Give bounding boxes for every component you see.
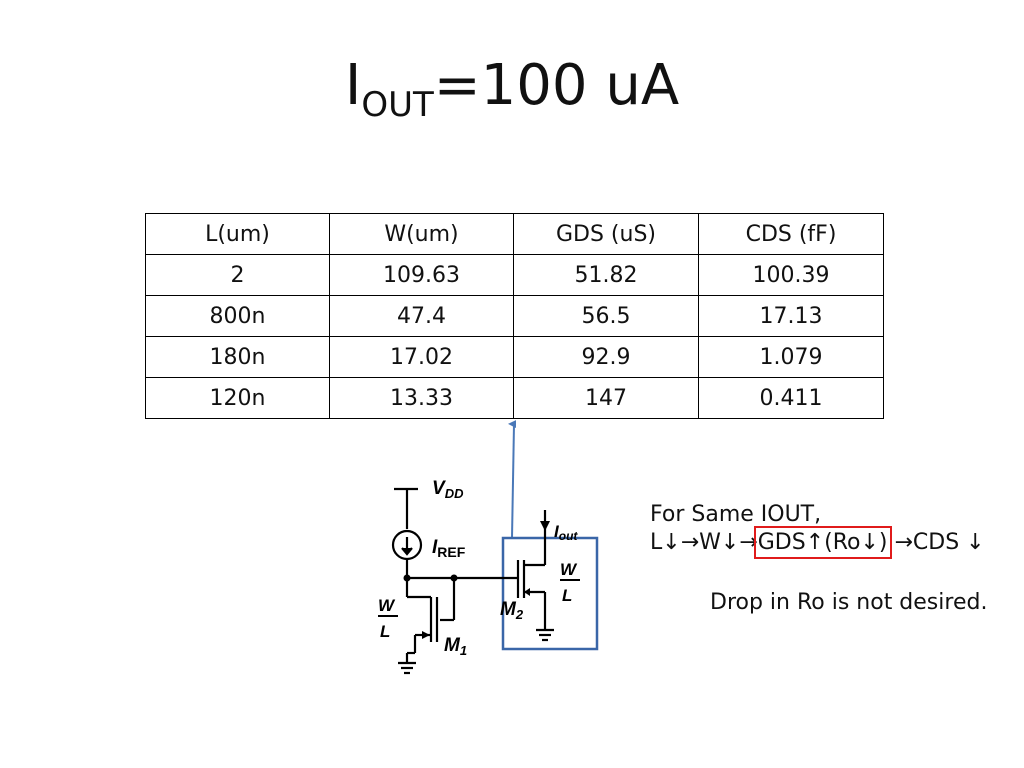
cell-w: 47.4 <box>329 295 514 337</box>
note-gds-highlight: GDS↑(Ro↓) <box>753 526 892 559</box>
cell-l: 800n <box>145 295 330 337</box>
note-chain-prefix: L↓→W↓→ <box>650 530 758 555</box>
note-same-iout: For Same IOUT, <box>650 502 822 527</box>
transistor-size-table: L(um) W(um) GDS (uS) CDS (fF) 2 109.63 5… <box>145 213 884 419</box>
iref-label: IREF <box>432 537 466 560</box>
note-chain-suffix: →CDS ↓ <box>887 530 985 555</box>
m1-l-label: L <box>380 622 390 641</box>
cell-gds: 56.5 <box>513 295 699 337</box>
title-main: I <box>344 53 362 118</box>
m2-l-label: L <box>562 586 572 605</box>
cell-w: 17.02 <box>329 336 514 378</box>
cell-gds: 147 <box>513 377 699 419</box>
note-scaling-chain: L↓→W↓→GDS↑(Ro↓) →CDS ↓ <box>650 526 985 559</box>
title-rest: =100 uA <box>433 53 680 118</box>
m1-label: M1 <box>444 635 467 658</box>
table-row: 180n 17.02 92.9 1.079 <box>145 336 884 378</box>
iout-label: Iout <box>554 522 578 543</box>
cell-gds: 51.82 <box>513 254 699 296</box>
cell-gds: 92.9 <box>513 336 699 378</box>
header-w: W(um) <box>329 213 514 255</box>
title-subscript: OUT <box>361 84 434 125</box>
current-mirror-schematic: VDD IREF Iout W L W L M1 M2 <box>378 478 580 675</box>
cell-cds: 0.411 <box>698 377 884 419</box>
m2-label: M2 <box>500 599 524 622</box>
cell-cds: 1.079 <box>698 336 884 378</box>
cell-cds: 100.39 <box>698 254 884 296</box>
cell-w: 109.63 <box>329 254 514 296</box>
cell-cds: 17.13 <box>698 295 884 337</box>
m2-highlight-box <box>501 536 599 651</box>
table-row: 800n 47.4 56.5 17.13 <box>145 295 884 337</box>
table-row: 120n 13.33 147 0.411 <box>145 377 884 419</box>
vdd-label: VDD <box>432 478 464 501</box>
note-ro-drop: Drop in Ro is not desired. <box>710 590 988 615</box>
m1-w-label: W <box>378 596 396 615</box>
slide-title: IOUT=100 uA <box>0 58 1024 122</box>
m2-w-label: W <box>560 560 578 579</box>
arrow-line <box>508 420 517 539</box>
cell-l: 120n <box>145 377 330 419</box>
header-l: L(um) <box>145 213 330 255</box>
table-header-row: L(um) W(um) GDS (uS) CDS (fF) <box>145 213 884 255</box>
